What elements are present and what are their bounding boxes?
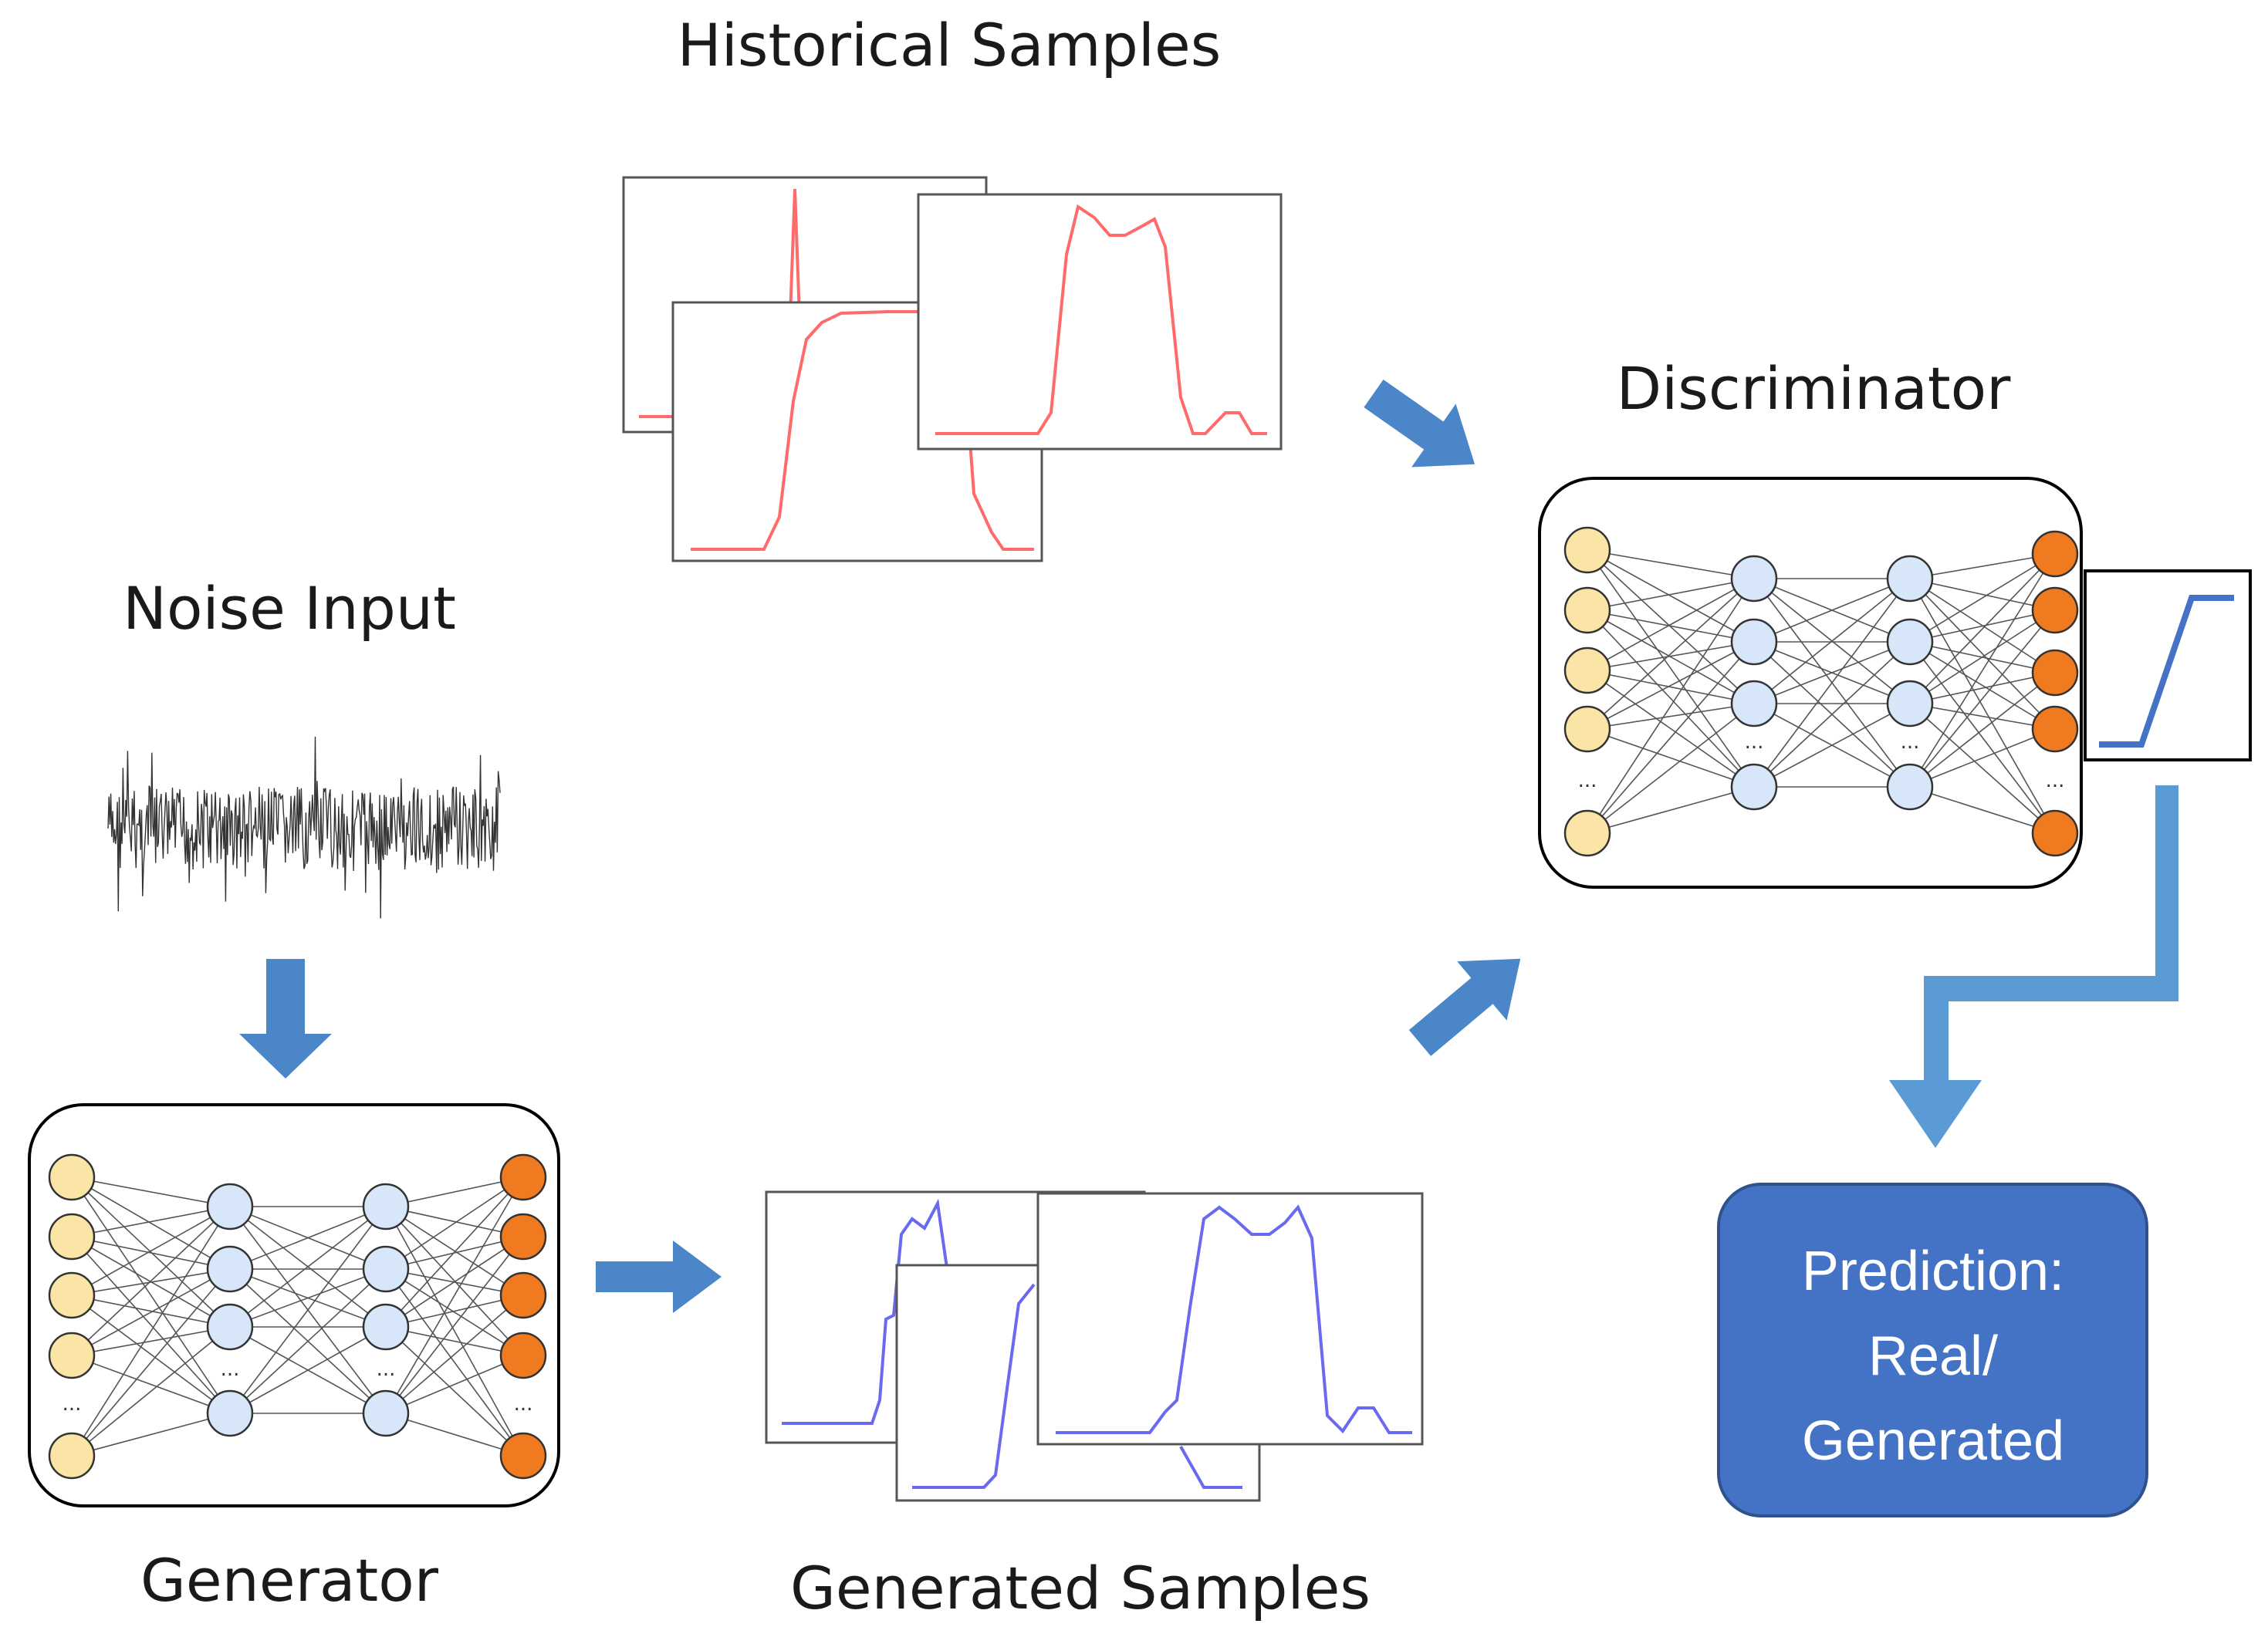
generator-node [499,1213,547,1261]
generator-box [28,1103,560,1507]
arrow-noise-to-generator [239,959,332,1079]
discriminator-node [1563,526,1611,574]
generated-series-line [1056,1204,1412,1434]
historical-samples-stack [622,176,1283,562]
prediction-line-3: Generated [1802,1410,2064,1472]
discriminator-node [1886,555,1934,603]
discriminator-node [1730,618,1778,666]
generator-label: Generator [140,1546,439,1615]
historical-plot-right [917,193,1283,451]
historical-series-line [691,310,1034,551]
discriminator-ellipsis: ... [2046,769,2065,792]
generator-node [48,1271,96,1319]
generator-node [206,1245,254,1293]
discriminator-ellipsis: ... [1745,731,1764,754]
generator-node [48,1153,96,1201]
discriminator-box [1538,477,2083,889]
generator-ellipsis: ... [514,1393,533,1416]
noise-waveform [107,736,501,919]
generator-node [48,1432,96,1480]
generator-node [499,1271,547,1319]
generated-samples-stack [765,1190,1424,1502]
generated-plot-right [1036,1192,1424,1446]
discriminator-node [1886,763,1934,811]
generator-node [362,1303,410,1351]
generator-ellipsis: ... [221,1358,240,1381]
noise-input-label: Noise Input [123,574,456,643]
generator-node [48,1332,96,1379]
discriminator-node [1563,705,1611,753]
generator-node [499,1332,547,1379]
generator-node [362,1245,410,1293]
prediction-line-2: Real/ [1868,1325,1998,1387]
arrow-discriminator-to-prediction [1889,785,2178,1148]
arrow-generator-to-samples [596,1241,722,1313]
discriminator-node [1730,680,1778,727]
discriminator-node [2031,586,2079,634]
generator-node [362,1183,410,1230]
discriminator-node [1563,586,1611,634]
generator-ellipsis: ... [63,1393,82,1416]
generator-node [206,1389,254,1437]
sigmoid-output [2084,569,2252,761]
generated-series-line [912,1283,1036,1489]
historical-series-line [935,204,1267,435]
discriminator-node [2031,809,2079,857]
discriminator-node [2031,649,2079,697]
discriminator-node [1730,763,1778,811]
discriminator-ellipsis: ... [1901,731,1920,754]
prediction-line-1: Prediction: [1802,1241,2064,1302]
generator-node [206,1183,254,1230]
discriminator-ellipsis: ... [1578,769,1597,792]
generator-ellipsis: ... [377,1358,396,1381]
generated-series-line [1179,1446,1242,1489]
generated-samples-label: Generated Samples [790,1554,1371,1622]
generator-node [499,1153,547,1201]
generator-network: ............ [28,1103,560,1507]
generator-connections [71,1176,524,1457]
generator-node [499,1432,547,1480]
prediction-box: Prediction: Real/ Generated [1717,1183,2148,1517]
historical-samples-label: Historical Samples [678,11,1222,79]
discriminator-connections [1587,549,2056,834]
discriminator-node [2031,530,2079,578]
discriminator-node [1563,809,1611,857]
discriminator-label: Discriminator [1617,354,2012,423]
arrow-generated-to-discriminator [1408,958,1521,1056]
discriminator-network: ............ [1538,477,2083,889]
discriminator-node [2031,705,2079,753]
discriminator-node [1886,618,1934,666]
sigmoid-curve [2099,595,2234,748]
generator-node [48,1213,96,1261]
arrow-historical-to-discriminator [1364,379,1475,468]
discriminator-node [1730,555,1778,603]
discriminator-node [1886,680,1934,727]
generator-node [206,1303,254,1351]
discriminator-node [1563,646,1611,694]
generator-node [362,1389,410,1437]
